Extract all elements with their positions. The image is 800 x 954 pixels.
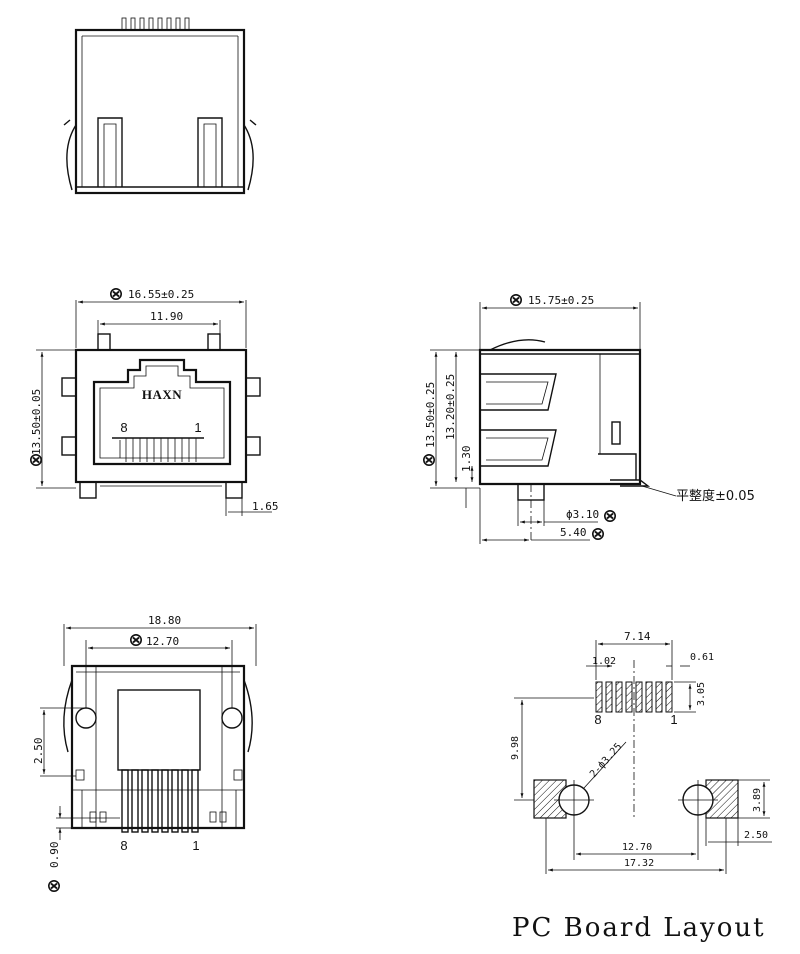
- top-pins: [121, 17, 190, 31]
- pcb-total-width-dim: 17.32: [624, 858, 654, 869]
- bottom-view: 8 1 18.80 12.70 2.50 0.90: [32, 614, 257, 892]
- pcb-layout: 8 1 7.14 1.02 0.61 3.05 9.98 2-ϕ3.25: [510, 630, 772, 874]
- front-width-dim: 16.55±0.25: [128, 288, 194, 301]
- critical-dimension-icon: [30, 454, 42, 466]
- critical-dimension-icon: [510, 294, 522, 306]
- critical-dimension-icon: [110, 288, 122, 300]
- front-contacts: [112, 437, 204, 462]
- side-view: 15.75±0.25 13.50±0.25 13.20±0.25 1.30 ϕ3…: [423, 294, 755, 544]
- front-foot-dim: 1.65: [252, 500, 279, 513]
- critical-dimension-icon: [592, 528, 604, 540]
- front-pin-8-label: 8: [120, 420, 127, 435]
- side-post-dia-dim: ϕ3.10: [566, 508, 599, 521]
- pcb-pad-span-dim: 7.14: [624, 630, 651, 643]
- critical-dimension-icon: [130, 634, 142, 646]
- pcb-pitch-dim: 1.02: [592, 656, 616, 667]
- pcb-hole-dia-dim: 2-ϕ3.25: [588, 741, 624, 780]
- side-standoff-dim: 1.30: [460, 446, 473, 473]
- side-height-body-dim: 13.20±0.25: [444, 374, 457, 440]
- pcb-hole-spacing-dim: 12.70: [622, 842, 652, 853]
- pcb-pad-offset-dim: 2.50: [744, 830, 768, 841]
- side-length-dim: 15.75±0.25: [528, 294, 594, 307]
- flatness-note: 平整度±0.05: [676, 488, 755, 504]
- front-pin-1-label: 1: [194, 420, 201, 435]
- critical-dimension-icon: [604, 510, 616, 522]
- front-view: HAXN 8 1 16.55±0.25 11.90 13.50±0.05 1.6…: [30, 288, 279, 516]
- brand-label: HAXN: [142, 387, 182, 402]
- front-inner-width-dim: 11.90: [150, 310, 183, 323]
- pcb-pad-height-dim: 3.05: [696, 682, 707, 706]
- page-title: PC Board Layout: [512, 913, 766, 943]
- bottom-pin-8-label: 8: [120, 838, 127, 853]
- bottom-pin-1-label: 1: [192, 838, 199, 853]
- pcb-pin-1-label: 1: [670, 712, 677, 727]
- pcb-row-to-holes-dim: 9.98: [510, 736, 521, 760]
- bottom-pins: [121, 769, 199, 833]
- pcb-pad-width-dim: 0.61: [690, 652, 714, 663]
- bottom-width-dim: 18.80: [148, 614, 181, 627]
- top-view: [63, 17, 257, 195]
- front-height-dim: 13.50±0.05: [30, 389, 43, 455]
- bottom-depth-dim: 2.50: [32, 738, 45, 765]
- pcb-pin-8-label: 8: [594, 712, 601, 727]
- bottom-spacing-dim: 12.70: [146, 635, 179, 648]
- side-post-offset-dim: 5.40: [560, 526, 587, 539]
- pcb-pads: [595, 681, 673, 713]
- pcb-pad-size-dim: 3.89: [752, 788, 763, 812]
- side-height-overall-dim: 13.50±0.25: [424, 382, 437, 448]
- critical-dimension-icon: [48, 880, 60, 892]
- critical-dimension-icon: [423, 454, 435, 466]
- bottom-pin-offset-dim: 0.90: [48, 842, 61, 869]
